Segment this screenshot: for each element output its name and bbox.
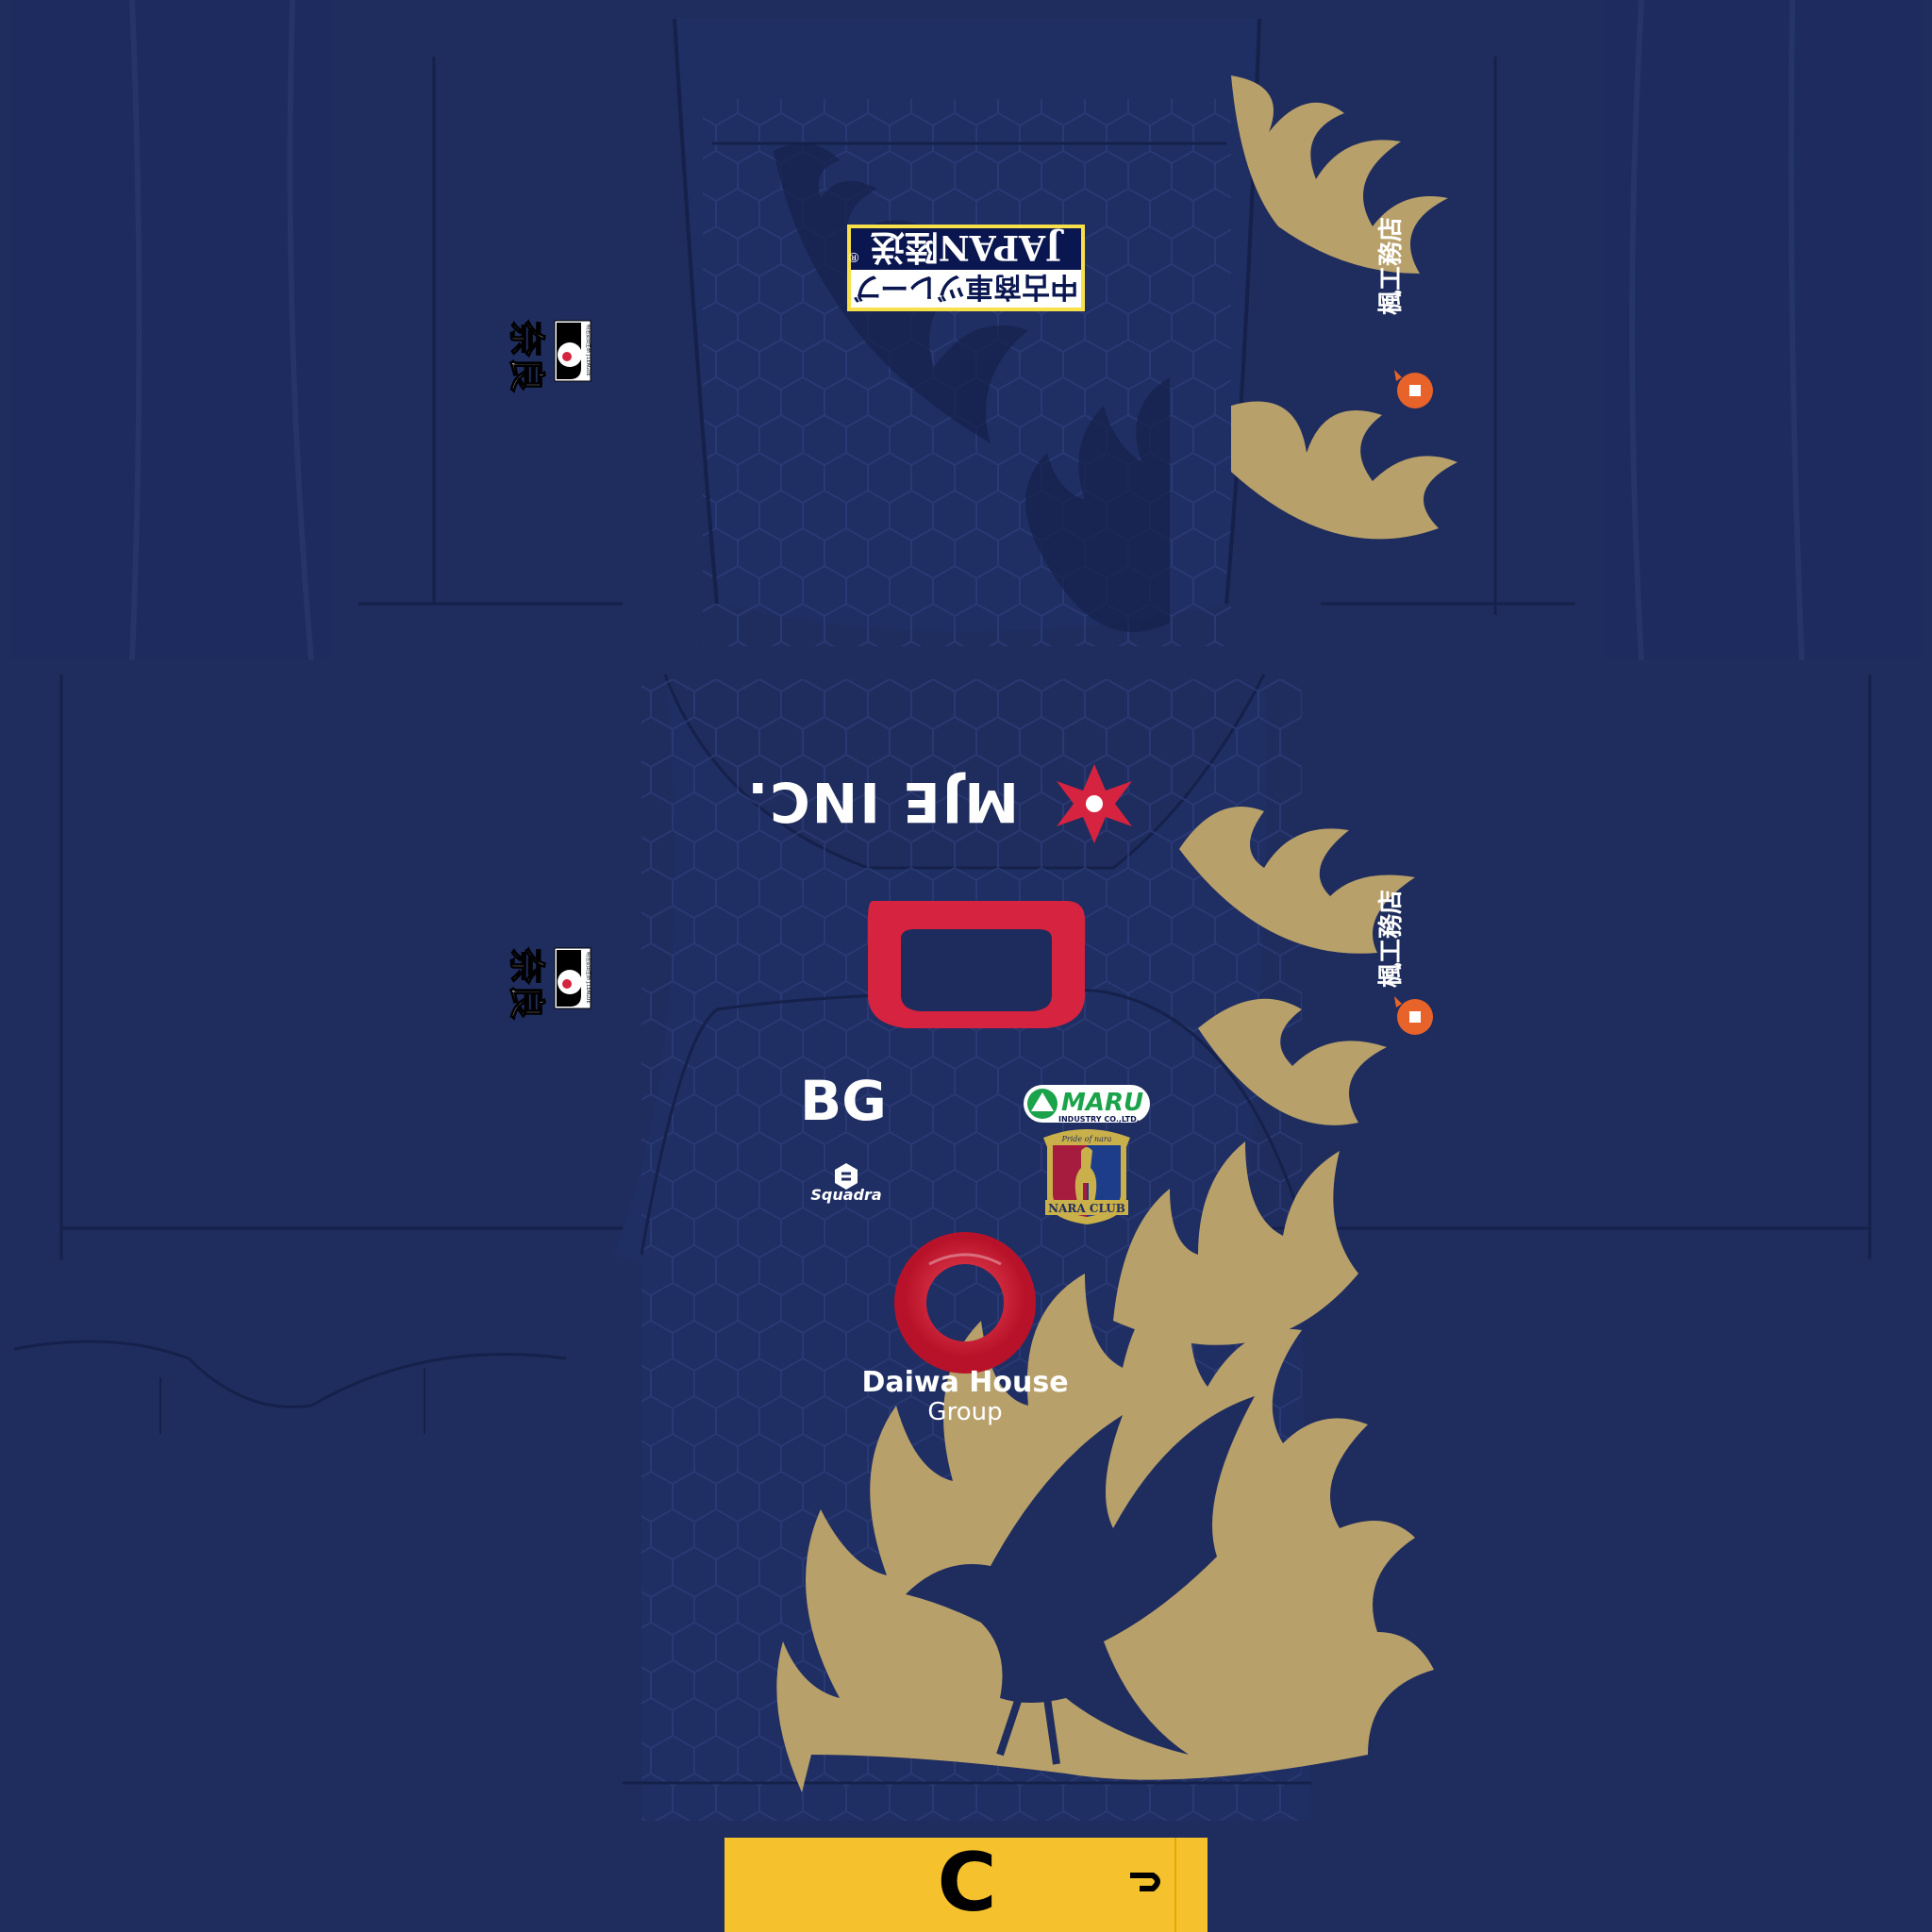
sleeve-sponsor-text-2: 楓工務店: [1377, 890, 1406, 988]
crest-deer: [1074, 1147, 1097, 1202]
back-panel: [358, 18, 1575, 651]
crow-silhouette: [906, 1396, 1255, 1765]
sponsor-bg: BG: [800, 1069, 887, 1133]
sponsor-maru: MARU INDUSTRY CO.,LTD.: [1024, 1085, 1150, 1124]
sponsor-japan-rikuso-mark: ®: [847, 249, 860, 264]
sleeve-house-icon: [1394, 370, 1433, 408]
sleeve-sponsor-text: 楓工務店: [1377, 217, 1406, 315]
maru-triangle-icon: [1027, 1089, 1058, 1119]
sponsor-daiwa-line1: Daiwa House: [861, 1366, 1068, 1399]
sleeve-sponsor-upper: 楓工務店: [1377, 217, 1433, 408]
squadra-icon: [835, 1163, 858, 1190]
league-patch-middle: 明治安田生命 J.LEAGUE: [554, 947, 591, 1009]
sponsor-japan-rikuso-line1: 中古商車ヅレーブ: [854, 270, 1078, 303]
footer-mark: C: [937, 1836, 996, 1930]
league-patch-text-2: 明治安田生命 J.LEAGUE: [585, 952, 591, 1004]
sponsor-daiwa-house: Daiwa House Group: [861, 1232, 1069, 1426]
sponsor-maru-sub: INDUSTRY CO.,LTD.: [1058, 1115, 1140, 1124]
city-name-upper: 奈良: [505, 319, 549, 393]
lower-left-piece: [13, 1340, 567, 1434]
daiwa-ring-logo: [894, 1232, 1036, 1374]
mje-star-logo: [1057, 764, 1132, 843]
city-name-text-2: 奈良: [506, 947, 548, 1020]
sponsor-mje-name: MJE INC.: [745, 770, 1019, 834]
upper-right-sleeve: [1493, 0, 1924, 661]
league-patch-upper: 明治安田生命 J.LEAGUE: [554, 320, 591, 382]
footer-small-icon: [1130, 1873, 1160, 1891]
sleeve-house-icon-2: [1394, 996, 1433, 1035]
club-crest: Pride of nara NARA CLUB: [1043, 1129, 1130, 1224]
kit-maker-label: Squadra: [810, 1186, 881, 1204]
front-panel: [613, 674, 1434, 1821]
city-name-middle: 奈良: [505, 946, 549, 1021]
footer-bar: C: [724, 1836, 1208, 1932]
sponsor-japan-rikuso: 中古商車ヅレーブ JAPAN陸送 ®: [847, 225, 1085, 311]
sponsor-maru-name: MARU: [1061, 1089, 1143, 1117]
back-gold-flames: [1231, 75, 1457, 540]
sponsor-mje: MJE INC.: [745, 764, 1132, 843]
collar: [868, 901, 1085, 1028]
sponsor-japan-rikuso-line2: JAPAN陸送: [871, 227, 1064, 267]
sleeve-sponsor-middle: 楓工務店: [1377, 890, 1433, 1035]
crest-club-name: NARA CLUB: [1048, 1202, 1125, 1215]
kit-maker-squadra: Squadra: [810, 1163, 882, 1204]
crest-banner: Pride of nara: [1061, 1135, 1112, 1143]
upper-left-sleeve: [9, 0, 436, 661]
city-name-text: 奈良: [506, 320, 548, 392]
long-sleeves: [59, 675, 1872, 1259]
sponsor-daiwa-line2: Group: [927, 1398, 1002, 1426]
league-patch-text: 明治安田生命 J.LEAGUE: [585, 325, 591, 376]
